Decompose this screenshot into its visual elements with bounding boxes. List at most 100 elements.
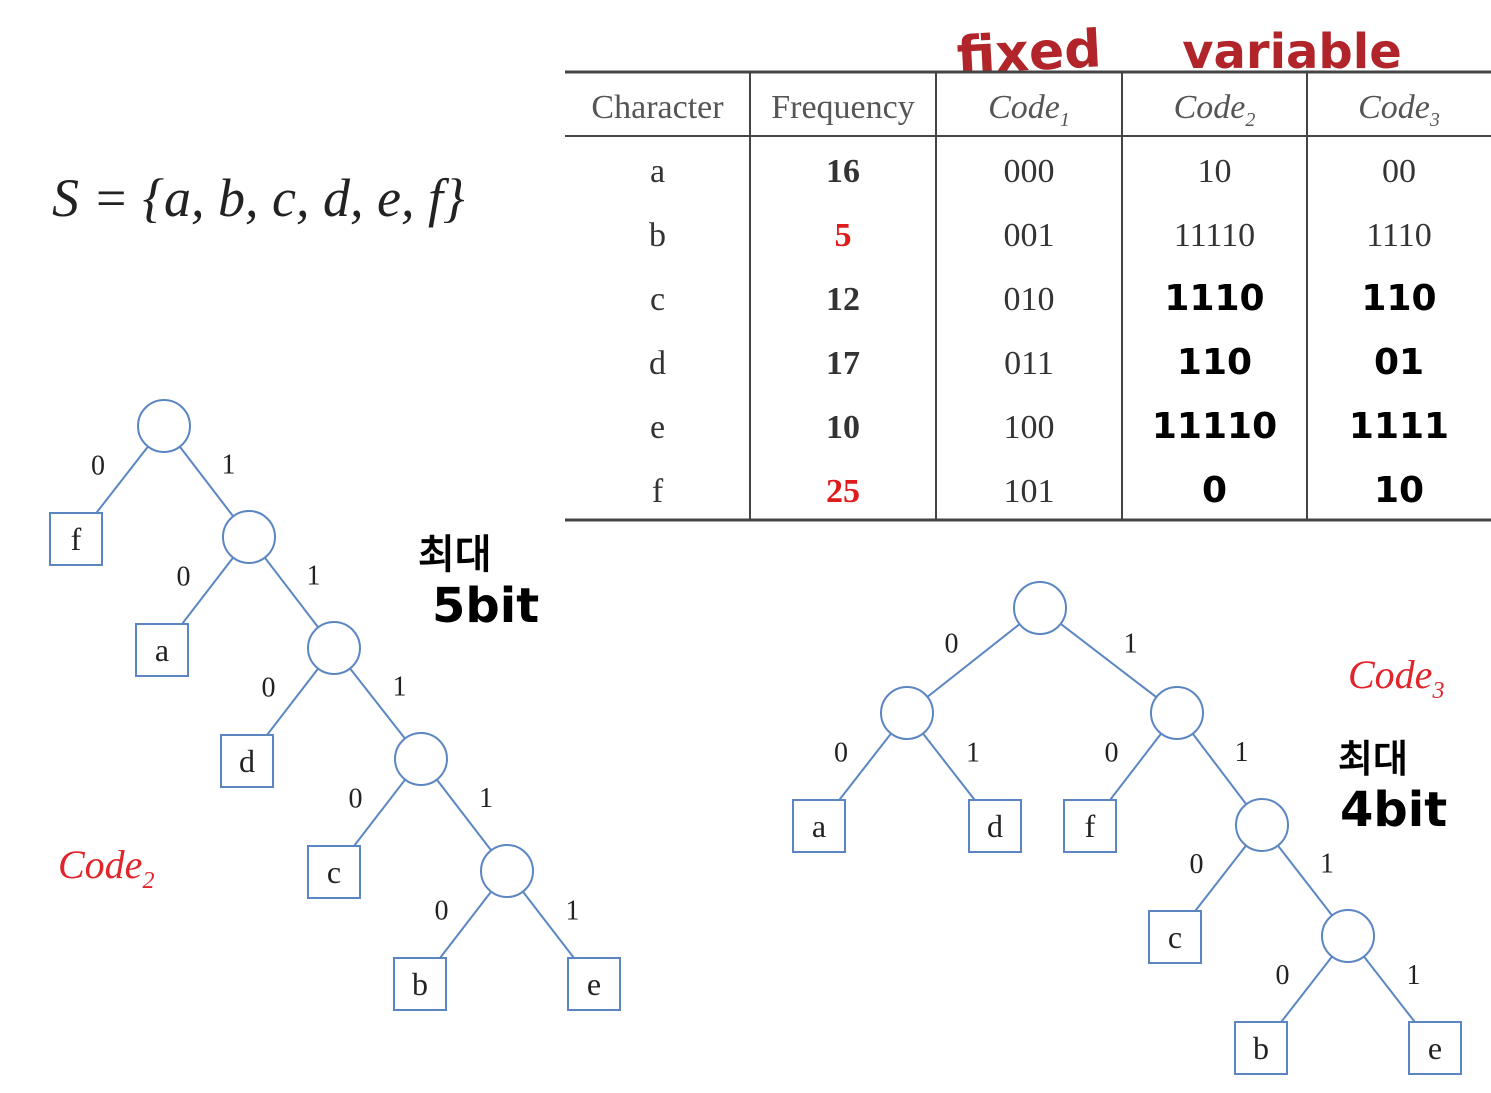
tree-leaf-node xyxy=(220,734,274,788)
tree-leaf-node xyxy=(393,957,447,1011)
tree-edge-label: 0 xyxy=(91,451,105,482)
tree-leaf-node xyxy=(1148,910,1202,964)
tree-leaf-label: e xyxy=(1428,1030,1442,1066)
code2-tree-label-base: Code xyxy=(58,842,142,887)
table-header-cell: Frequency xyxy=(771,89,915,126)
code3-max-note-line2: 4bit xyxy=(1340,782,1447,838)
table-cell-frequency: 10 xyxy=(826,409,860,446)
tree-edge-label: 0 xyxy=(1105,738,1119,769)
tree-internal-node xyxy=(1235,798,1289,852)
table-header-subscript: 3 xyxy=(1429,109,1440,131)
tree-internal-node xyxy=(480,844,534,898)
table-header-cell: Code1 xyxy=(988,89,1070,131)
table-cell-code2: 0 xyxy=(1202,470,1227,511)
set-formula: S = {a, b, c, d, e, f} xyxy=(52,168,465,228)
tree-edge-label: 1 xyxy=(1124,629,1138,660)
code3-max-note-line1: 최대 xyxy=(1338,737,1408,781)
table-cell-code3: 1111 xyxy=(1349,406,1449,447)
tree-edge-label: 1 xyxy=(1235,737,1249,768)
tree-edge xyxy=(1039,607,1178,714)
tree-edge-label: 1 xyxy=(307,561,321,592)
tree-internal-node xyxy=(1321,909,1375,963)
code2-tree-label-sub: 2 xyxy=(142,868,154,894)
table-cell-code2: 1110 xyxy=(1164,278,1264,319)
tree-leaf-node xyxy=(792,799,846,853)
tree-leaf-label: e xyxy=(587,966,601,1002)
tree-internal-node xyxy=(394,732,448,786)
table-cell-code3: 01 xyxy=(1374,342,1424,383)
tree-leaf-node xyxy=(968,799,1022,853)
table-cell-frequency: 5 xyxy=(835,217,852,254)
table-cell-character: d xyxy=(649,345,666,382)
table-cell-code1: 100 xyxy=(1004,409,1055,446)
tree-internal-node xyxy=(880,686,934,740)
table-cell-code2: 11110 xyxy=(1152,406,1277,447)
tree-edge xyxy=(906,607,1041,714)
table-cell-code3: 00 xyxy=(1382,153,1416,190)
tree-leaf-node xyxy=(1234,1021,1288,1075)
tree-edge-label: 0 xyxy=(1276,960,1290,991)
code2-max-note-line1: 최대 xyxy=(418,532,492,578)
table-cell-code1: 001 xyxy=(1004,217,1055,254)
code2-tree-label: Code2 xyxy=(58,842,154,894)
code2-max-note-line2: 5bit xyxy=(432,578,539,634)
tree-edge-label: 1 xyxy=(566,896,580,927)
tree-leaf-label: c xyxy=(327,854,341,890)
table-cell-code3: 110 xyxy=(1361,278,1436,319)
tree-internal-node xyxy=(137,399,191,453)
tree-leaf-label: b xyxy=(412,966,428,1002)
table-header-cell: Code2 xyxy=(1174,89,1256,131)
table-cell-frequency: 17 xyxy=(826,345,860,382)
table-cell-code2: 11110 xyxy=(1174,217,1255,254)
tree-edge-label: 0 xyxy=(834,738,848,769)
table-header-text: Frequency xyxy=(771,89,915,126)
tree-leaf-node xyxy=(567,957,621,1011)
tree-leaf-node xyxy=(49,512,103,566)
table-cell-character: f xyxy=(652,473,664,510)
tree-internal-node xyxy=(307,621,361,675)
table-cell-code3: 1110 xyxy=(1366,217,1431,254)
table-header-subscript: 1 xyxy=(1060,109,1070,131)
fixed-annotation: fixed xyxy=(955,19,1103,86)
table-cell-character: b xyxy=(649,217,666,254)
table-header-cell: Character xyxy=(591,89,724,126)
table-header-text: Character xyxy=(591,89,724,126)
table-cell-code1: 000 xyxy=(1004,153,1055,190)
table-header-subscript: 2 xyxy=(1245,109,1255,131)
tree-leaf-label: d xyxy=(987,808,1003,844)
table-cell-frequency: 16 xyxy=(826,153,860,190)
tree-leaf-label: d xyxy=(239,743,255,779)
tree-edge-label: 0 xyxy=(945,629,959,660)
code3-tree-label-base: Code xyxy=(1348,652,1432,697)
tree-leaf-label: a xyxy=(812,808,826,844)
table-header-text: Code xyxy=(1358,89,1430,126)
tree-edge-label: 0 xyxy=(1190,849,1204,880)
table-cell-code2: 110 xyxy=(1177,342,1252,383)
tree-leaf-label: f xyxy=(71,521,82,557)
table-header-text: Code xyxy=(988,89,1060,126)
table-cell-frequency: 25 xyxy=(826,473,860,510)
table-cell-character: a xyxy=(650,153,665,190)
table-cell-code3: 10 xyxy=(1374,470,1424,511)
tree-internal-node xyxy=(1013,581,1067,635)
table-cell-code2: 10 xyxy=(1198,153,1232,190)
tree-internal-node xyxy=(1150,686,1204,740)
tree-edge-label: 1 xyxy=(1320,849,1334,880)
tree-edge-label: 0 xyxy=(349,784,363,815)
tree-internal-node xyxy=(222,510,276,564)
tree-edge-label: 1 xyxy=(1407,960,1421,991)
table-header-cell: Code3 xyxy=(1358,89,1440,131)
tree-edge-label: 1 xyxy=(479,783,493,814)
table-header-text: Code xyxy=(1174,89,1246,126)
code3-tree-label-sub: 3 xyxy=(1431,678,1444,704)
table-cell-code1: 010 xyxy=(1004,281,1055,318)
table-cell-character: e xyxy=(650,409,665,446)
tree-leaf-node xyxy=(307,845,361,899)
tree-leaf-node xyxy=(1063,799,1117,853)
tree-leaf-node xyxy=(1408,1021,1462,1075)
tree-edge-label: 0 xyxy=(262,673,276,704)
